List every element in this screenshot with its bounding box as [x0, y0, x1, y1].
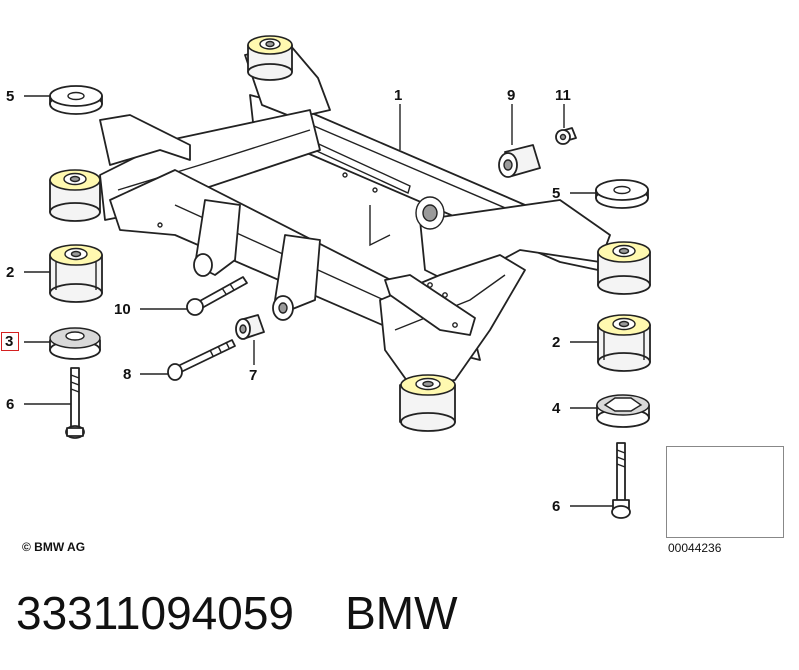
callout-11: 11: [555, 87, 571, 104]
bushing-top-left-mounted: [247, 35, 293, 81]
bolt-6-right: [611, 442, 631, 519]
callout-8: 8: [123, 366, 131, 383]
bolt-10: [186, 276, 248, 316]
reference-number: 00044236: [668, 541, 722, 555]
bushing-bottom-mounted: [399, 374, 456, 432]
rear-subframe-diagram: 5 2 3 6 10 8 7 1 9 11 5 2 4 6: [5, 35, 651, 519]
callout-5-right: 5: [552, 185, 560, 202]
callout-9: 9: [507, 87, 515, 104]
stop-disc-3: [49, 327, 101, 360]
nut-11: [555, 127, 577, 145]
callout-3-highlight: [1, 332, 19, 351]
copyright-text: © BMW AG: [22, 540, 86, 554]
bush-7: [235, 314, 265, 340]
callout-6-left: 6: [6, 396, 14, 413]
bolt-8: [167, 339, 236, 381]
callout-1: 1: [394, 87, 402, 104]
callout-2-right: 2: [552, 334, 560, 351]
bushing-right-mounted: [597, 241, 651, 295]
rubber-mount-2-right: [597, 314, 651, 372]
leader-lines: [24, 95, 613, 507]
callout-7: 7: [249, 367, 257, 384]
washer-5-left: [49, 85, 103, 115]
washer-5-right: [595, 179, 649, 209]
callout-2-left: 2: [6, 264, 14, 281]
rear-axle-carrier: [99, 44, 611, 386]
callout-5-left: 5: [6, 88, 14, 105]
reference-thumbnail-box: [666, 446, 784, 538]
part-number-footer: 33311094059 BMW: [16, 587, 458, 639]
callout-4: 4: [552, 400, 561, 417]
stop-4: [596, 394, 650, 428]
bushing-left-mounted: [49, 169, 101, 222]
callout-3: 3: [5, 333, 13, 350]
bush-9: [498, 144, 541, 178]
rubber-mount-2-left: [49, 244, 103, 303]
callout-6-right: 6: [552, 498, 560, 515]
callout-10: 10: [114, 301, 131, 318]
bolt-6-left: [65, 367, 85, 439]
